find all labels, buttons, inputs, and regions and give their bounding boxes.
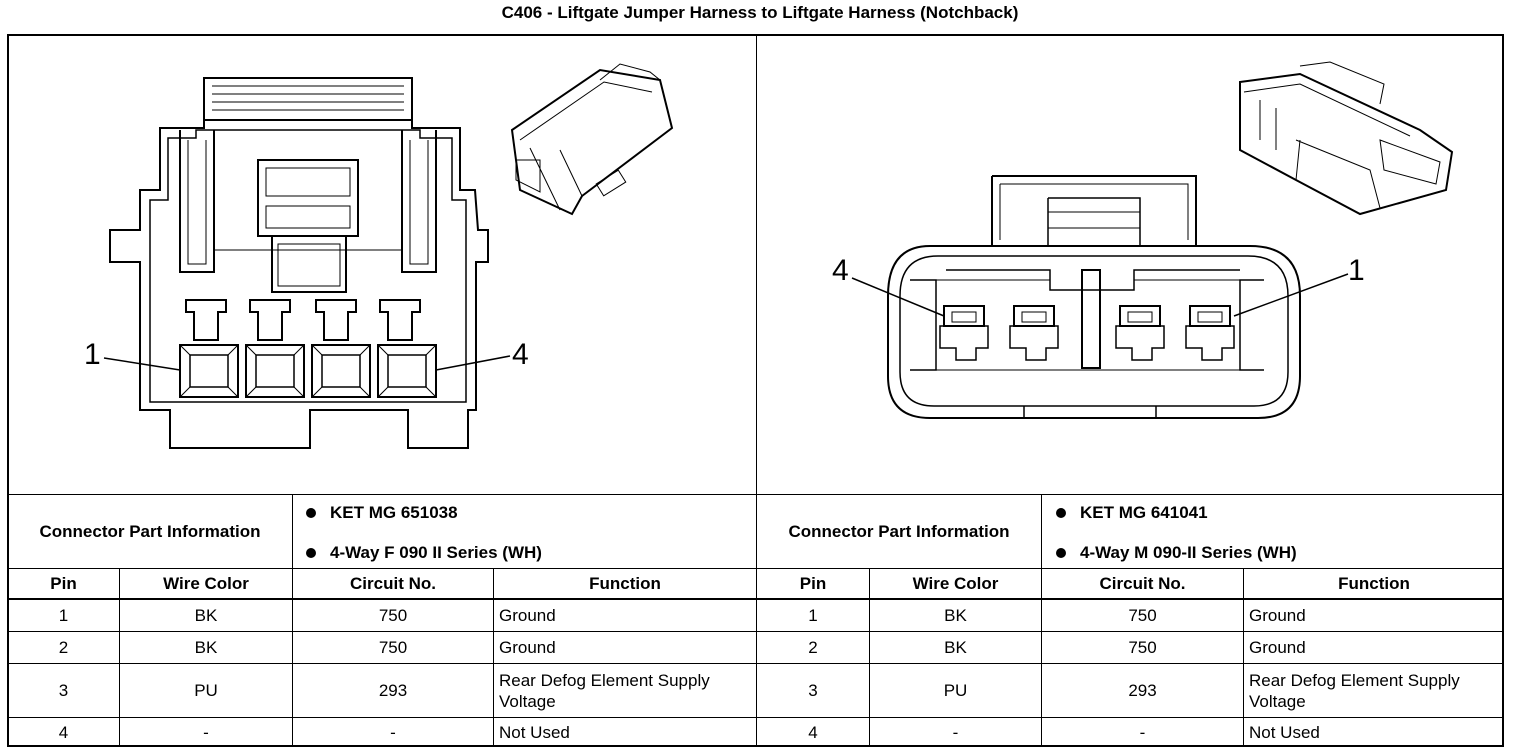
left-pin-label-1: 1	[84, 338, 101, 371]
left-part-series-text: 4-Way F 090 II Series (WH)	[330, 543, 542, 562]
right-row3-pin: 3	[808, 680, 818, 700]
right-pin-label-1: 1	[1348, 254, 1365, 287]
info-bottom-line	[8, 568, 1504, 569]
connector-sheet-frame	[7, 34, 1504, 747]
left-pin-label-4: 4	[512, 338, 529, 371]
left-row3-function: Rear Defog Element Supply Voltage	[499, 670, 710, 711]
right-header-function: Function	[1338, 573, 1410, 593]
right-part-number-text: KET MG 641041	[1080, 503, 1208, 522]
left-part-series: 4-Way F 090 II Series (WH)	[306, 542, 542, 564]
right-row2-color: BK	[944, 637, 967, 657]
left-row4-function: Not Used	[499, 723, 570, 742]
right-header-circuit: Circuit No.	[1099, 573, 1186, 593]
left-row3-color: PU	[194, 680, 218, 700]
right-row2-pin: 2	[808, 637, 818, 657]
right-part-series: 4-Way M 090-II Series (WH)	[1056, 542, 1297, 564]
left-part-number-text: KET MG 651038	[330, 503, 458, 522]
right-row4-circuit: -	[1139, 722, 1146, 742]
male-connector-drawing	[851, 61, 1454, 419]
left-part-number: KET MG 651038	[306, 502, 458, 524]
left-row4-circuit: -	[390, 722, 396, 742]
left-row3-pin: 3	[58, 680, 69, 700]
right-row4-function: Not Used	[1249, 723, 1320, 742]
right-row4-pin: 4	[808, 722, 818, 742]
right-col-sep-color	[869, 568, 870, 746]
right-row4-color: -	[952, 722, 959, 742]
left-row4-color: -	[203, 722, 209, 742]
left-header-circuit: Circuit No.	[350, 573, 436, 593]
right-part-series-text: 4-Way M 090-II Series (WH)	[1080, 543, 1297, 562]
right-row1-function: Ground	[1249, 606, 1306, 625]
right-row3-function: Rear Defog Element Supply Voltage	[1249, 670, 1460, 711]
left-row2-function: Ground	[499, 638, 556, 657]
right-row2-function: Ground	[1249, 638, 1306, 657]
right-col-sep-function	[1243, 568, 1244, 746]
left-row2-color: BK	[194, 637, 218, 657]
center-divider	[756, 35, 757, 746]
left-col-sep-function	[493, 568, 494, 746]
page-title: C406 - Liftgate Jumper Harness to Liftga…	[501, 3, 1019, 22]
left-row2-circuit: 750	[378, 637, 408, 657]
left-col-sep-circuit	[292, 494, 293, 746]
left-row1-function: Ground	[499, 606, 556, 625]
left-row4-pin: 4	[58, 722, 69, 742]
left-header-pin: Pin	[50, 573, 77, 593]
left-header-wire-color: Wire Color	[163, 573, 249, 593]
right-part-info-label: Connector Part Information	[788, 521, 1010, 541]
right-row1-color: BK	[944, 605, 967, 625]
diagram-bottom-line	[8, 494, 1504, 495]
row1-line	[8, 631, 1504, 632]
left-header-function: Function	[589, 573, 661, 593]
bullet-icon	[1056, 548, 1066, 558]
left-row1-color: BK	[194, 605, 218, 625]
left-row2-pin: 2	[58, 637, 69, 657]
row2-line	[8, 663, 1504, 664]
bullet-icon	[306, 508, 316, 518]
right-row1-circuit: 750	[1128, 605, 1157, 625]
right-row3-color: PU	[943, 680, 968, 700]
right-part-number: KET MG 641041	[1056, 502, 1208, 524]
right-col-sep-circuit	[1041, 494, 1042, 746]
left-col-sep-color	[119, 568, 120, 746]
right-row2-circuit: 750	[1128, 637, 1157, 657]
left-part-info-label: Connector Part Information	[39, 521, 261, 541]
right-header-wire-color: Wire Color	[912, 573, 999, 593]
right-row1-pin: 1	[808, 605, 818, 625]
bullet-icon	[1056, 508, 1066, 518]
right-pin-label-4: 4	[832, 254, 849, 287]
row3-line	[8, 717, 1504, 718]
header-bottom-line	[8, 598, 1504, 600]
left-row3-circuit: 293	[378, 680, 408, 700]
right-header-pin: Pin	[799, 573, 827, 593]
left-row1-circuit: 750	[378, 605, 408, 625]
bullet-icon	[306, 548, 316, 558]
right-row3-circuit: 293	[1128, 680, 1157, 700]
left-row1-pin: 1	[58, 605, 69, 625]
